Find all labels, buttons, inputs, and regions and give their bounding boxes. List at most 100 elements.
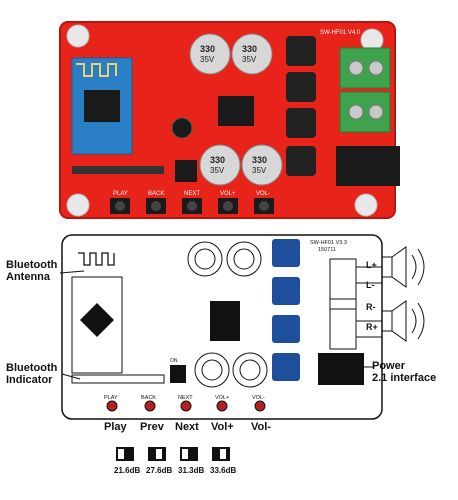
gain-label: 27.6dB — [146, 466, 173, 475]
leader-antenna — [59, 270, 85, 274]
small-capacitor — [171, 117, 193, 139]
bluetooth-chip — [84, 90, 120, 122]
bt-indicator-callout-line2: Indicator — [6, 374, 53, 386]
tactile-button — [254, 198, 274, 214]
inductor-icon — [272, 277, 300, 305]
power-callout: Power 2.1 interface — [372, 360, 436, 384]
key-silk: VOL- — [256, 191, 270, 197]
cap-marking: 35V — [242, 55, 257, 64]
bt-indicator-callout: Bluetooth Indicator — [6, 362, 57, 386]
tactile-button — [218, 198, 238, 214]
button-label-voldown: Vol- — [251, 421, 271, 433]
gain-label: 31.3dB — [178, 466, 205, 475]
inductor — [286, 72, 316, 102]
button-label-next: Next — [175, 421, 199, 433]
inductor-icon — [272, 315, 300, 343]
terminal-outline — [329, 258, 357, 310]
bt-module-outline — [71, 276, 123, 374]
button-silk: PLAY — [104, 395, 118, 401]
standoff — [354, 193, 378, 217]
bt-chip-icon — [80, 303, 114, 337]
inductor — [286, 146, 316, 176]
bt-indicator-callout-line1: Bluetooth — [6, 362, 58, 374]
power-jack-outline — [318, 353, 364, 385]
bt-antenna-callout-line2: Antenna — [6, 271, 50, 283]
power-callout-line2: 2.1 interface — [372, 372, 437, 384]
inductor-icon — [272, 353, 300, 381]
terminal-label-lplus: L+ — [366, 260, 377, 270]
standoff — [66, 193, 90, 217]
button-silk: VOL+ — [215, 395, 229, 401]
button-label-volup: Vol+ — [211, 421, 234, 433]
bt-antenna-callout: Bluetooth Antenna — [6, 259, 57, 283]
tactile-button — [146, 198, 166, 214]
gain-switch-icon — [212, 447, 230, 461]
capacitor-outline — [194, 352, 230, 388]
terminal-outline — [329, 298, 357, 350]
cap-marking: 35V — [252, 166, 267, 175]
inductor — [286, 108, 316, 138]
key-silk: PLAY — [113, 191, 128, 197]
capacitor: 330 35V — [231, 33, 273, 75]
gain-switch-icon — [148, 447, 166, 461]
pin-header — [72, 166, 164, 174]
inductor — [286, 36, 316, 66]
button-silk: VOL- — [252, 395, 265, 401]
terminal-label-lminus: L- — [366, 280, 375, 290]
gain-switch-icon — [116, 447, 134, 461]
speaker-left-icon — [381, 246, 425, 288]
gain-label: 21.6dB — [114, 466, 141, 475]
diagram-model-silk: SW-HF01 V3.3 — [310, 240, 347, 246]
board-photo: 330 35V 330 35V 330 35V 330 35V SW-HF01 … — [59, 21, 400, 219]
capacitor-outline — [187, 241, 223, 277]
amplifier-ic — [218, 96, 254, 126]
power-callout-line1: Power — [372, 360, 406, 372]
button-label-prev: Prev — [140, 421, 164, 433]
button-silk: BACK — [141, 395, 156, 401]
pin-header-outline — [71, 374, 165, 384]
voldown-button-icon — [254, 400, 266, 412]
key-silk: NEXT — [184, 191, 200, 197]
diagram-date-silk: 150711 — [318, 247, 336, 253]
cap-marking: 330 — [200, 44, 215, 54]
leader-indicator — [61, 373, 81, 380]
cap-marking: 330 — [242, 44, 257, 54]
tactile-button — [182, 198, 202, 214]
gain-label: 33.6dB — [210, 466, 237, 475]
capacitor: 330 35V — [241, 144, 283, 186]
power-jack — [336, 146, 400, 186]
tactile-button — [110, 198, 130, 214]
bluetooth-antenna-trace — [76, 63, 117, 77]
next-button-icon — [180, 400, 192, 412]
cap-marking: 35V — [200, 55, 215, 64]
cap-marking: 330 — [252, 155, 267, 165]
board-diagram: SW-HF01 V3.3 150711 ON PLAY BACK NEXT VO… — [59, 234, 425, 461]
capacitor: 330 35V — [199, 144, 241, 186]
key-silk: BACK — [148, 191, 164, 197]
bt-antenna-callout-line1: Bluetooth — [6, 259, 58, 271]
inductor-icon — [272, 239, 300, 267]
cap-marking: 330 — [210, 155, 225, 165]
terminal-label-rminus: R- — [366, 302, 376, 312]
play-button-icon — [106, 400, 118, 412]
dip-switch-outline — [170, 365, 186, 383]
capacitor: 330 35V — [189, 33, 231, 75]
speaker-wire — [356, 320, 382, 338]
standoff — [66, 24, 90, 48]
capacitor-outline — [232, 352, 268, 388]
board-model-silk: SW-HF01 V4.0 — [320, 30, 361, 36]
cap-marking: 35V — [210, 166, 225, 175]
volup-button-icon — [216, 400, 228, 412]
terminal-label-rplus: R+ — [366, 322, 378, 332]
antenna-trace-icon — [78, 252, 115, 266]
amplifier-ic-outline — [210, 301, 240, 341]
speaker-wire — [356, 266, 382, 284]
speaker-right-icon — [381, 300, 425, 342]
bluetooth-module — [71, 57, 133, 155]
switch-on-silk: ON — [170, 358, 178, 364]
capacitor-outline — [226, 241, 262, 277]
dip-switch — [175, 160, 197, 182]
prev-button-icon — [144, 400, 156, 412]
key-silk: VOL+ — [220, 191, 236, 197]
gain-switch-icon — [180, 447, 198, 461]
